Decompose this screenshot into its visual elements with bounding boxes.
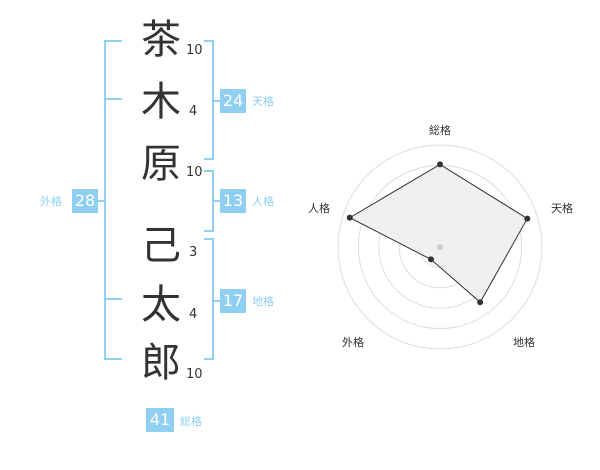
tenkaku-label: 天格 bbox=[252, 95, 274, 108]
radar-axis-label-gaikaku: 外格 bbox=[342, 335, 364, 349]
tenkaku-badge: 24 bbox=[220, 89, 246, 113]
name-char-2: 木 bbox=[141, 79, 181, 125]
radar-axis-label-soukaku: 総格 bbox=[429, 123, 451, 137]
radar-chart: 総格 天格 地格 外格 人格 bbox=[308, 123, 573, 350]
stroke-count-6: 10 bbox=[186, 367, 203, 382]
name-char-4: 己 bbox=[141, 223, 181, 269]
name-char-1: 茶 bbox=[141, 17, 181, 63]
radar-center bbox=[437, 244, 443, 250]
radar-point-0 bbox=[437, 161, 443, 168]
soukaku-badge: 41 bbox=[146, 408, 174, 432]
radar-ring bbox=[337, 144, 543, 350]
jinkaku-label: 人格 bbox=[252, 195, 274, 208]
radar-point-2 bbox=[477, 299, 484, 306]
stroke-count-4: 3 bbox=[189, 245, 198, 260]
gaikaku-badge: 28 bbox=[72, 189, 98, 213]
chikaku-label: 地格 bbox=[252, 295, 274, 308]
name-char-5: 太 bbox=[141, 282, 181, 328]
chikaku-badge: 17 bbox=[220, 289, 246, 313]
radar-axis-label-jinkaku: 人格 bbox=[308, 201, 330, 215]
radar-axis-label-tenkaku: 天格 bbox=[551, 201, 573, 215]
gaikaku-label: 外格 bbox=[40, 195, 62, 208]
stroke-count-3: 10 bbox=[186, 165, 203, 180]
soukaku-label: 総格 bbox=[180, 415, 202, 428]
radar-point-3 bbox=[428, 256, 435, 263]
radar-axis-label-chikaku: 地格 bbox=[513, 335, 535, 349]
radar-point-1 bbox=[524, 215, 531, 222]
jinkaku-badge: 13 bbox=[220, 189, 246, 213]
stroke-count-5: 4 bbox=[189, 307, 198, 322]
stroke-count-1: 10 bbox=[186, 43, 203, 58]
stroke-count-2: 4 bbox=[189, 104, 198, 119]
radar-point-4 bbox=[346, 214, 353, 221]
radar-points bbox=[346, 161, 531, 306]
name-char-6: 郎 bbox=[141, 340, 181, 386]
radar-polygon bbox=[348, 163, 528, 304]
name-char-3: 原 bbox=[141, 141, 181, 187]
